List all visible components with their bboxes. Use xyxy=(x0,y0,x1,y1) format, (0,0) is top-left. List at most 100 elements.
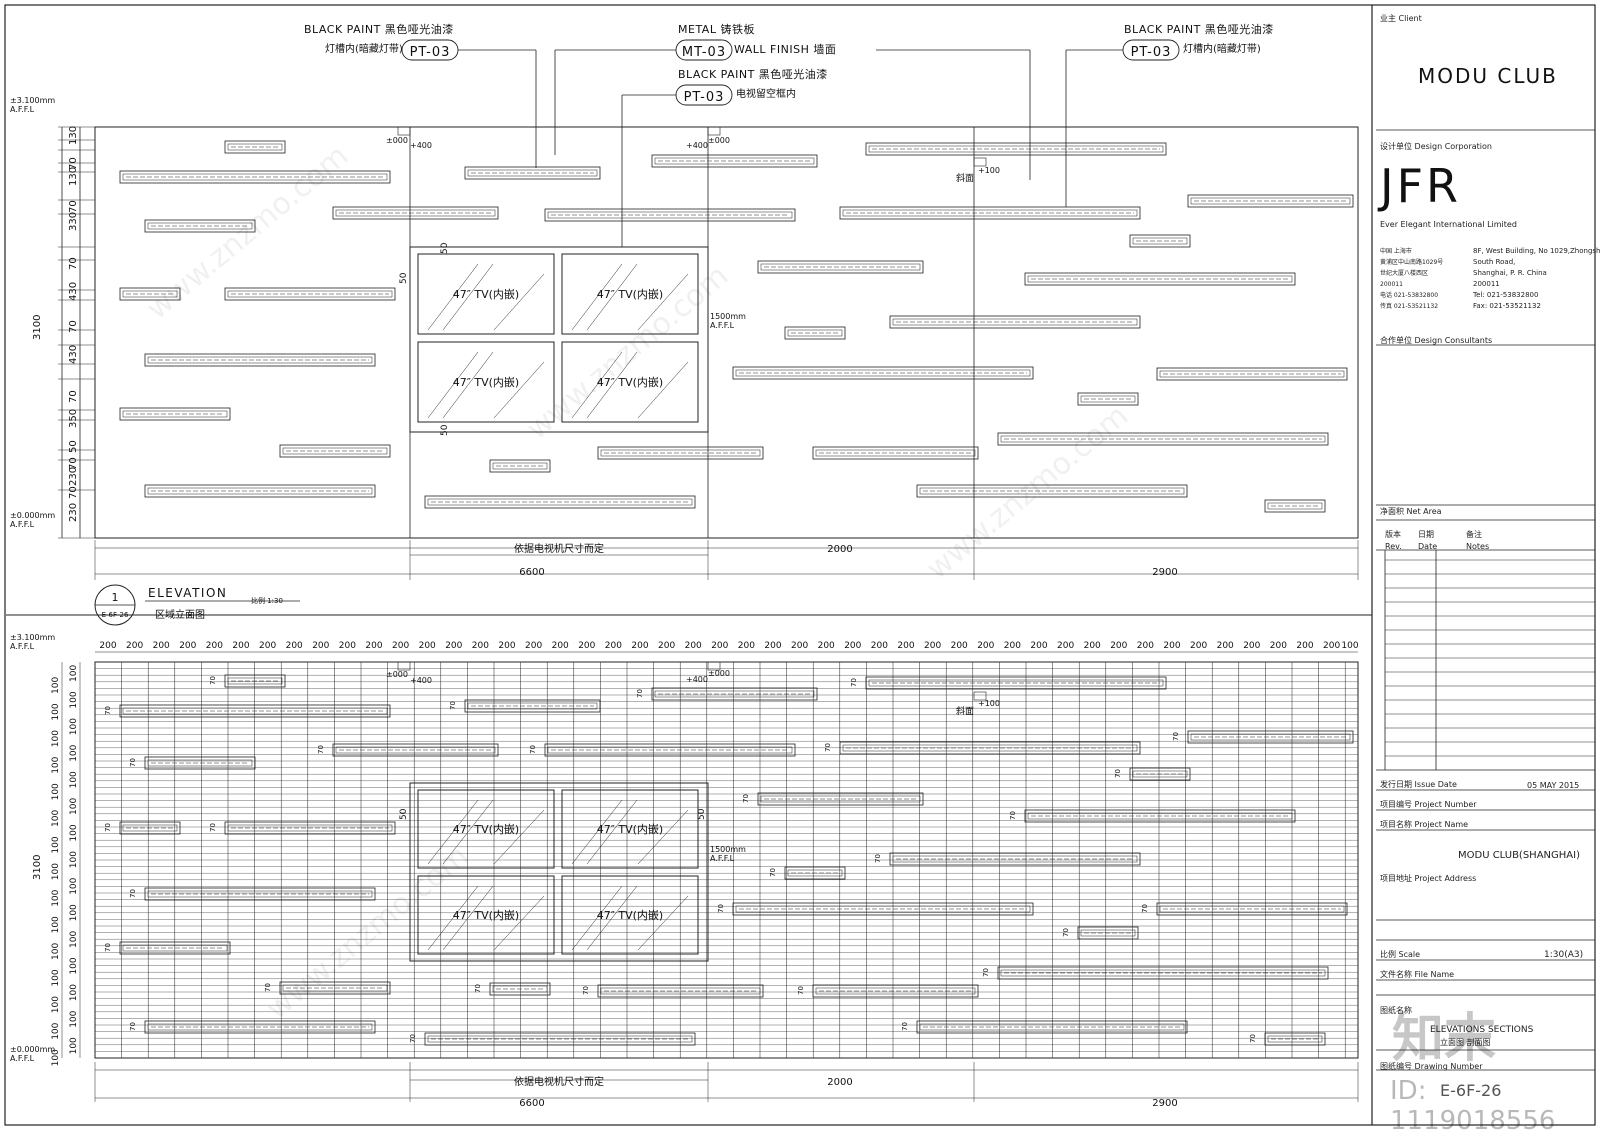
light-slot xyxy=(119,287,181,301)
light-slot-inner xyxy=(335,209,496,217)
light-slot-inner xyxy=(787,329,843,337)
light-slot xyxy=(651,687,818,701)
light-slot-inner xyxy=(842,209,1138,217)
grid-dim: 200 xyxy=(339,641,356,651)
date-en: Date xyxy=(1418,542,1438,551)
height-total: 3100 xyxy=(32,855,43,880)
drawing-number: E-6F-26 xyxy=(1440,1081,1502,1100)
elevation-top-wall xyxy=(94,126,1359,539)
side-dim: 100 xyxy=(69,824,79,841)
level-mark: ±000 xyxy=(708,669,730,678)
slot-dim: 70 xyxy=(474,984,482,993)
project-name-label: 项目名称 Project Name xyxy=(1380,820,1469,829)
light-slot-inner xyxy=(600,449,761,457)
side-dim: 100 xyxy=(51,756,61,773)
light-slot-inner xyxy=(147,487,373,495)
grid-dim: 200 xyxy=(1296,641,1313,651)
grid-dim: 200 xyxy=(1137,641,1154,651)
vertical-dim: 350 xyxy=(68,409,79,428)
light-slot-inner xyxy=(919,487,1185,495)
side-dim: 100 xyxy=(51,889,61,906)
callout-pt-left-2: 灯槽内(暗藏灯带) xyxy=(325,42,403,55)
slot-dim: 70 xyxy=(874,854,882,863)
slot-dim: 70 xyxy=(742,794,750,803)
light-slot-inner xyxy=(868,679,1164,687)
side-dim: 100 xyxy=(51,703,61,720)
light-slot xyxy=(997,432,1329,446)
light-slot-inner xyxy=(892,855,1138,863)
date-cn: 日期 xyxy=(1418,530,1434,539)
tv-screen xyxy=(417,875,555,955)
grid-dim: 200 xyxy=(259,641,276,651)
level-bottom-sub: A.F.F.L xyxy=(10,1054,35,1063)
tv-recess xyxy=(409,246,709,433)
light-slot-inner xyxy=(1000,435,1326,443)
vertical-dim: 70 xyxy=(68,157,79,170)
tv-screen xyxy=(561,341,699,423)
light-slot xyxy=(812,446,979,460)
light-slot xyxy=(865,676,1167,690)
grid-dim: 200 xyxy=(1030,641,1047,651)
tv-screen xyxy=(561,253,699,335)
light-slot-inner xyxy=(760,795,921,803)
level-bottom: ±0.000mm xyxy=(10,1045,55,1054)
slot-dim: 70 xyxy=(1062,928,1070,937)
light-slot-inner xyxy=(122,944,228,952)
level-top: ±3.100mm xyxy=(10,633,55,642)
grid-dim: 100 xyxy=(1341,641,1358,651)
light-slot-inner xyxy=(1132,770,1188,778)
light-slot-inner xyxy=(467,702,598,710)
slot-dim: 70 xyxy=(850,678,858,687)
light-slot-inner xyxy=(868,145,1164,153)
light-slot-inner xyxy=(227,824,393,832)
slot-dim: 70 xyxy=(129,1022,137,1031)
light-slot xyxy=(489,982,551,996)
grid-dim: 200 xyxy=(924,641,941,651)
grid-dim: 200 xyxy=(685,641,702,651)
company-name: Ever Elegant International Limited xyxy=(1380,220,1517,229)
callout-pt-mid-2: 电视留空框内 xyxy=(736,87,796,100)
light-slot xyxy=(597,446,764,460)
light-slot-inner xyxy=(547,746,793,754)
slot-dim: 70 xyxy=(1114,769,1122,778)
level-bottom: ±0.000mm xyxy=(10,511,55,520)
side-dim: 100 xyxy=(69,984,79,1001)
light-slot xyxy=(144,887,376,901)
grid-dim: 200 xyxy=(1190,641,1207,651)
light-slot-inner xyxy=(492,985,548,993)
vertical-dim: 70 xyxy=(68,257,79,270)
tv-glare xyxy=(493,809,545,865)
grid-dim: 200 xyxy=(711,641,728,651)
tv-glare xyxy=(586,351,638,419)
tv-glare xyxy=(571,799,623,865)
slot-dim: 70 xyxy=(209,823,217,832)
side-dim: 100 xyxy=(69,744,79,761)
issue-date: 05 MAY 2015 xyxy=(1527,781,1580,790)
grid-dim: 200 xyxy=(871,641,888,651)
vertical-dim: 50 xyxy=(68,440,79,453)
side-dim: 100 xyxy=(69,718,79,735)
dim-value: 6600 xyxy=(519,567,544,578)
light-slot-inner xyxy=(122,707,388,715)
light-slot-inner xyxy=(735,369,1031,377)
side-dim: 100 xyxy=(51,996,61,1013)
grid-dim: 200 xyxy=(312,641,329,651)
level-mark: +100 xyxy=(978,699,1000,708)
light-slot-inner xyxy=(654,157,815,165)
light-slot xyxy=(144,484,376,498)
slot-dim: 70 xyxy=(317,745,325,754)
level-mark: +400 xyxy=(410,676,432,685)
tv-glare xyxy=(427,885,479,951)
callout-pt-mid-1: BLACK PAINT 黑色哑光油漆 xyxy=(678,67,828,81)
tv-glare xyxy=(571,885,623,951)
slot-dim: 70 xyxy=(104,943,112,952)
light-slot-inner xyxy=(122,410,228,418)
side-dim: 100 xyxy=(69,1010,79,1027)
slot-dim: 70 xyxy=(529,745,537,754)
grid-dim: 200 xyxy=(1084,641,1101,651)
light-slot-inner xyxy=(335,746,496,754)
grid-dim: 200 xyxy=(951,641,968,651)
side-dim: 100 xyxy=(51,1049,61,1066)
light-slot xyxy=(279,981,391,995)
